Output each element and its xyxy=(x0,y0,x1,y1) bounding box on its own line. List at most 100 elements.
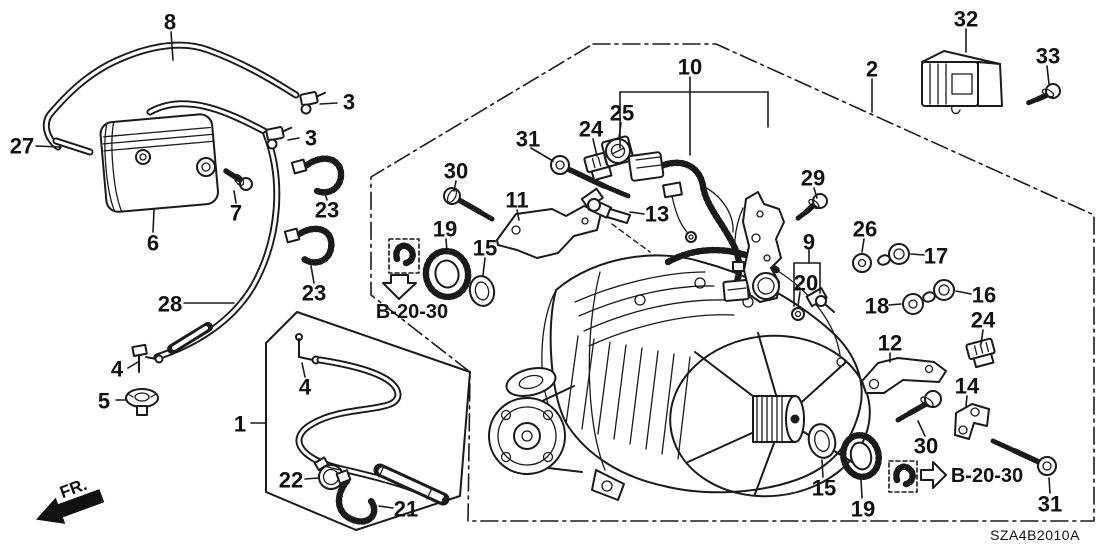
callout-leader xyxy=(629,211,645,215)
bolt-7 xyxy=(223,168,253,191)
callout-leader xyxy=(861,238,865,253)
part-callout-24: 24 xyxy=(971,308,996,333)
part-callout-16: 16 xyxy=(972,283,996,308)
bolt-33 xyxy=(1025,83,1061,106)
part-callout-24: 24 xyxy=(579,117,604,142)
bracket-14 xyxy=(954,403,990,440)
harness-clip-23-upper xyxy=(290,155,345,196)
diagram-code: SZA4B2010A xyxy=(990,527,1080,543)
front-marker: FR. xyxy=(36,475,105,524)
part-callout-30: 30 xyxy=(444,159,468,184)
hose-clip-3-lower xyxy=(265,126,293,150)
washer-18 xyxy=(902,293,924,315)
callout-leader xyxy=(797,291,801,307)
bolt-31-left xyxy=(550,155,631,199)
part-callout-6: 6 xyxy=(147,231,159,256)
part-callout-3: 3 xyxy=(305,126,317,151)
oring-15-right xyxy=(807,423,837,459)
clip-symbol-left xyxy=(393,242,416,267)
part-callout-22: 22 xyxy=(279,468,303,493)
damper-tube xyxy=(373,463,450,506)
part-callout-17: 17 xyxy=(924,244,948,269)
part-callout-33: 33 xyxy=(1036,44,1060,69)
tube-fitting-4-box xyxy=(295,333,321,365)
callout-leader xyxy=(910,253,925,256)
relay-32 xyxy=(921,50,1003,115)
seal-19-left xyxy=(422,247,472,301)
part-callout-23: 23 xyxy=(315,198,339,223)
service-ref-left-label: B-20-30 xyxy=(376,301,448,323)
right-arrow-icon xyxy=(920,461,947,489)
part-callout-11: 11 xyxy=(505,188,528,213)
callout-leader xyxy=(482,257,486,276)
callout-leader xyxy=(955,290,972,295)
canister-group xyxy=(42,41,345,416)
service-ref-right-label: B-20-30 xyxy=(951,465,1023,487)
callout-leader xyxy=(152,209,155,233)
part-callout-19: 19 xyxy=(433,217,457,242)
seal-19-right xyxy=(840,431,882,481)
hose-subassembly-box xyxy=(265,311,471,531)
part-callout-14: 14 xyxy=(955,374,980,399)
front-arrow-icon xyxy=(36,489,105,524)
part-callout-29: 29 xyxy=(801,166,825,191)
bracket-12 xyxy=(861,357,947,394)
callout-leader xyxy=(1048,477,1051,494)
part-callout-15: 15 xyxy=(473,236,497,261)
callout-leader xyxy=(319,102,338,105)
part-callout-1: 1 xyxy=(234,412,246,437)
callout-leader xyxy=(980,329,984,345)
callout-leader xyxy=(813,187,818,199)
part-callout-10: 10 xyxy=(678,55,702,80)
sensor-9-target xyxy=(805,287,835,313)
callout-leader xyxy=(592,138,598,157)
differential-assembly xyxy=(488,246,871,501)
part-callout-26: 26 xyxy=(853,217,877,242)
part-callout-23: 23 xyxy=(302,281,326,306)
part-callout-32: 32 xyxy=(954,7,978,32)
bolt-31-right xyxy=(990,438,1057,476)
callout-leader xyxy=(35,145,61,148)
part-callout-13: 13 xyxy=(645,202,669,227)
part-callout-4: 4 xyxy=(111,357,124,382)
callout-leader xyxy=(965,395,968,407)
hose-subassembly-contents xyxy=(295,333,450,525)
part-callout-3: 3 xyxy=(343,90,355,115)
callout-leader xyxy=(301,362,306,378)
washer-20 xyxy=(791,307,805,321)
callout-leader xyxy=(1046,65,1050,85)
part-callout-18: 18 xyxy=(865,294,889,319)
companion-flange xyxy=(488,385,583,475)
part-callout-7: 7 xyxy=(230,201,242,226)
part-callout-31: 31 xyxy=(1038,492,1062,517)
bolt-29 xyxy=(794,193,828,222)
callout-leader xyxy=(530,147,554,162)
part-callout-19: 19 xyxy=(851,497,875,522)
part-callout-21: 21 xyxy=(394,497,418,522)
grommet-17 xyxy=(877,243,910,266)
callout-leader xyxy=(287,137,300,141)
callout-leader xyxy=(516,209,520,221)
callout-leader xyxy=(127,361,139,369)
bracket-9 xyxy=(732,191,785,303)
part-callout-4: 4 xyxy=(299,375,312,400)
service-ref-right: B-20-30 xyxy=(888,460,1023,493)
part-callout-5: 5 xyxy=(98,389,110,414)
canister-body xyxy=(99,113,219,213)
part-callout-28: 28 xyxy=(158,292,182,317)
callout-leader xyxy=(233,190,237,204)
callout-leader xyxy=(917,420,926,437)
callout-leader xyxy=(304,477,319,480)
harness-clip-23-lower xyxy=(283,225,335,266)
part-callout-9: 9 xyxy=(803,230,815,255)
bolt-30-left xyxy=(443,187,495,222)
callout-leader xyxy=(860,478,863,499)
service-ref-left: B-20-30 xyxy=(376,238,448,323)
assembly-boundary xyxy=(370,43,1095,522)
callout-leader xyxy=(821,459,824,478)
bracket-11 xyxy=(496,205,602,259)
part-callout-27: 27 xyxy=(10,134,34,159)
part-callout-12: 12 xyxy=(878,331,902,356)
